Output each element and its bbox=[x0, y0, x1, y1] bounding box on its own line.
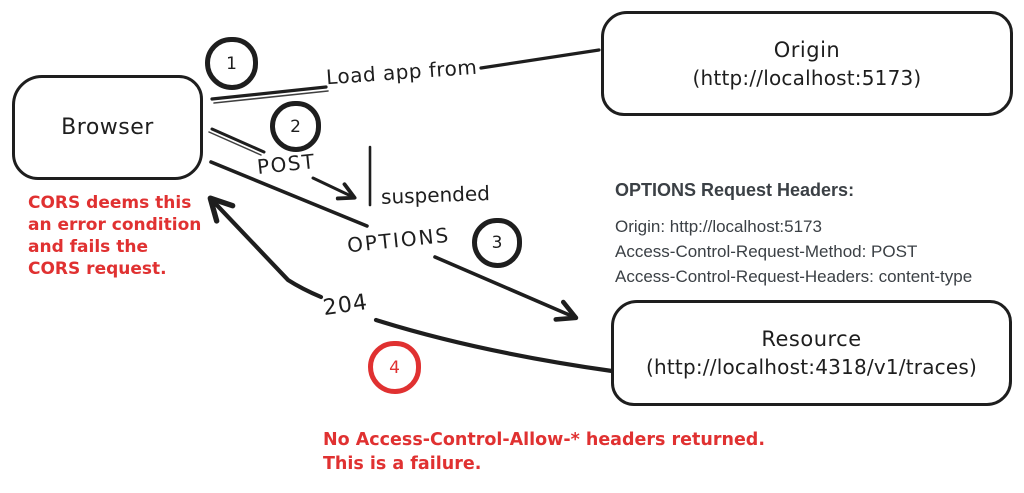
step-badge-2: 2 bbox=[270, 101, 321, 152]
cors-error-line-4: CORS request. bbox=[28, 259, 167, 279]
failure-line-2: This is a failure. bbox=[323, 454, 482, 474]
step-1-number: 1 bbox=[226, 53, 237, 74]
post-suspended-arrow bbox=[311, 176, 357, 201]
origin-node: Origin (http://localhost:5173) bbox=[601, 11, 1013, 116]
browser-node: Browser bbox=[12, 75, 203, 180]
options-line bbox=[209, 160, 369, 228]
origin-title: Origin bbox=[773, 37, 841, 62]
request-header-headers: Access-Control-Request-Headers: content-… bbox=[615, 267, 973, 286]
options-arrow bbox=[433, 255, 579, 322]
cors-error-line-1: CORS deems this bbox=[28, 193, 192, 213]
request-headers-title: OPTIONS Request Headers: bbox=[615, 180, 855, 200]
suspended-label: suspended bbox=[380, 181, 491, 209]
cors-error-note: CORS deems this an error condition and f… bbox=[28, 192, 201, 280]
step-4-number: 4 bbox=[389, 357, 400, 378]
resource-title: Resource bbox=[761, 327, 862, 351]
step-badge-1: 1 bbox=[205, 37, 258, 90]
options-request-headers: OPTIONS Request Headers: Origin: http://… bbox=[615, 180, 972, 289]
response-204-arrow bbox=[207, 195, 324, 300]
step-3-number: 3 bbox=[491, 233, 503, 253]
request-header-method: Access-Control-Request-Method: POST bbox=[615, 242, 918, 261]
step-badge-3: 3 bbox=[472, 218, 522, 268]
browser-label: Browser bbox=[61, 115, 154, 140]
resource-url: (http://localhost:4318/v1/traces) bbox=[646, 355, 977, 379]
request-header-origin: Origin: http://localhost:5173 bbox=[615, 217, 822, 236]
resource-node: Resource (http://localhost:4318/v1/trace… bbox=[611, 300, 1012, 406]
step-2-number: 2 bbox=[290, 116, 301, 137]
failure-note: No Access-Control-Allow-* headers return… bbox=[323, 428, 765, 476]
response-204-curve bbox=[373, 317, 615, 374]
load-app-line-right bbox=[479, 48, 601, 70]
cors-error-line-3: and fails the bbox=[28, 237, 148, 257]
failure-line-1: No Access-Control-Allow-* headers return… bbox=[323, 430, 765, 450]
load-app-line-left bbox=[210, 85, 328, 101]
step-badge-4: 4 bbox=[368, 341, 421, 394]
post-line bbox=[210, 127, 266, 154]
origin-url: (http://localhost:5173) bbox=[692, 65, 922, 90]
post-line-echo bbox=[208, 131, 262, 156]
cors-error-line-2: an error condition bbox=[28, 215, 202, 235]
load-app-line-left-echo bbox=[213, 90, 329, 104]
